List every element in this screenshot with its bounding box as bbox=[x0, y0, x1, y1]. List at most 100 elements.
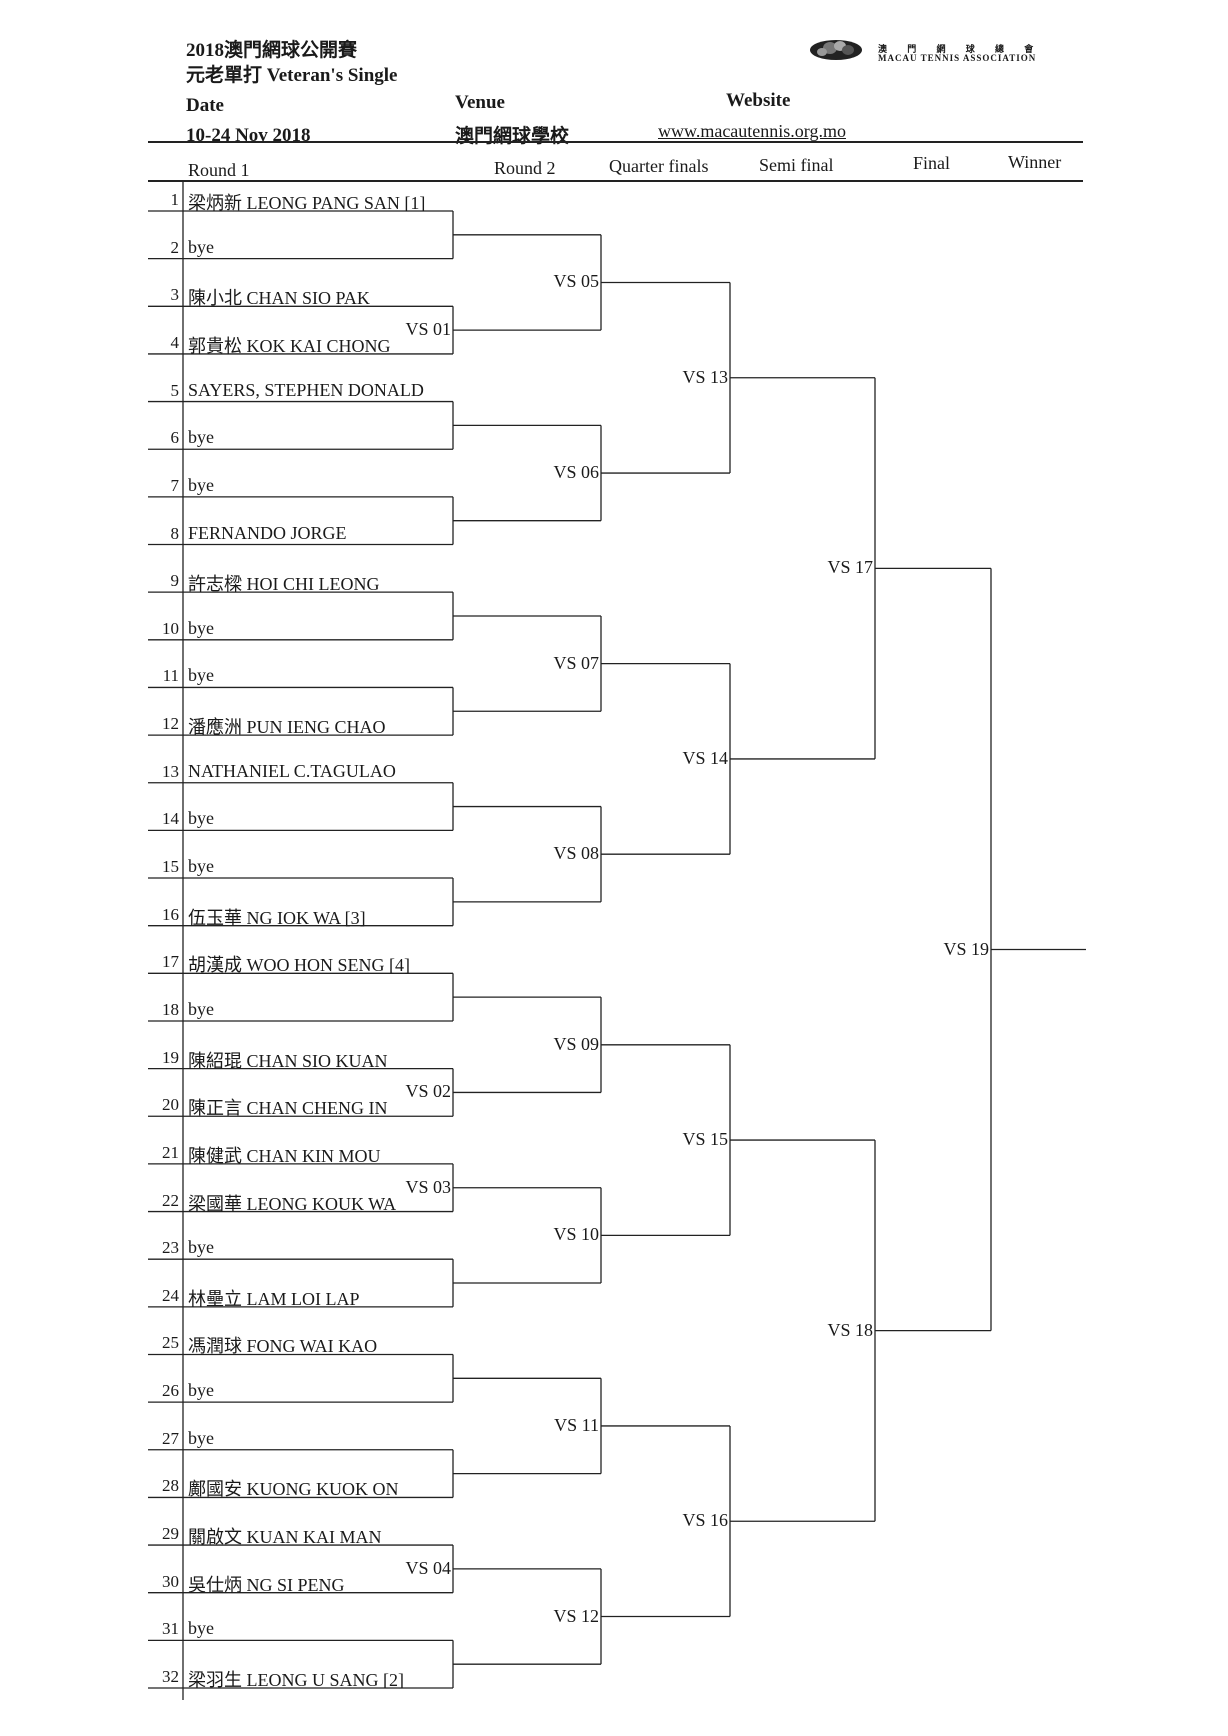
r2-match-label: VS 07 bbox=[553, 652, 599, 673]
qf-match-label: VS 14 bbox=[682, 747, 728, 768]
player-name: bye bbox=[188, 1427, 214, 1448]
qf-match-label: VS 16 bbox=[682, 1510, 728, 1531]
r2-match-label: VS 11 bbox=[554, 1414, 599, 1435]
player-seed-number: 22 bbox=[162, 1190, 179, 1210]
header-divider-bottom bbox=[148, 180, 1083, 182]
player-name: 胡漢成 WOO HON SENG [4] bbox=[188, 955, 410, 976]
player-name: bye bbox=[188, 1380, 214, 1401]
sf-match-label: VS 18 bbox=[827, 1319, 873, 1340]
player-name: NATHANIEL C.TAGULAO bbox=[188, 760, 396, 781]
player-name: 陳紹琨 CHAN SIO KUAN bbox=[188, 1050, 388, 1071]
player-seed-number: 28 bbox=[162, 1476, 179, 1496]
r1-match-label: VS 02 bbox=[405, 1081, 451, 1102]
player-name: 鄺國安 KUONG KUOK ON bbox=[188, 1479, 399, 1500]
player-seed-number: 32 bbox=[162, 1667, 179, 1686]
r2-match-label: VS 09 bbox=[553, 1033, 599, 1054]
final-match-label: VS 19 bbox=[943, 938, 989, 959]
r1-match-label: VS 01 bbox=[405, 319, 451, 340]
player-name: 梁羽生 LEONG U SANG [2] bbox=[188, 1670, 404, 1690]
qf-match-label: VS 13 bbox=[682, 366, 728, 387]
r2-match-label: VS 08 bbox=[553, 843, 599, 864]
player-seed-number: 15 bbox=[162, 857, 179, 877]
player-seed-number: 29 bbox=[162, 1524, 179, 1544]
r2-match-label: VS 10 bbox=[553, 1224, 599, 1245]
player-name: 梁國華 LEONG KOUK WA bbox=[188, 1193, 397, 1214]
website-link[interactable]: www.macautennis.org.mo bbox=[658, 121, 846, 141]
player-seed-number: 1 bbox=[170, 190, 180, 209]
player-seed-number: 16 bbox=[162, 904, 179, 924]
sf-match-label: VS 17 bbox=[827, 557, 873, 578]
player-name: 馮潤球 FONG WAI KAO bbox=[188, 1336, 378, 1357]
org-name-en: MACAU TENNIS ASSOCIATION bbox=[878, 53, 1037, 63]
player-seed-number: 3 bbox=[170, 285, 180, 305]
player-name: 林壘立 LAM LOI LAP bbox=[188, 1288, 360, 1309]
player-name: bye bbox=[188, 236, 214, 257]
player-seed-number: 17 bbox=[162, 952, 179, 972]
r1-match-label: VS 03 bbox=[405, 1176, 451, 1197]
tennis-association-logo-icon bbox=[808, 36, 864, 67]
player-name: bye bbox=[188, 808, 214, 829]
player-name: 伍玉華 NG IOK WA [3] bbox=[188, 907, 366, 928]
player-name: bye bbox=[188, 474, 214, 495]
r2-match-label: VS 05 bbox=[553, 271, 599, 292]
player-seed-number: 20 bbox=[162, 1095, 179, 1115]
venue-label: Venue bbox=[455, 92, 505, 113]
col-round2: Round 2 bbox=[494, 158, 556, 178]
col-quarter-finals: Quarter finals bbox=[609, 156, 709, 176]
col-final: Final bbox=[913, 153, 951, 173]
date-label: Date bbox=[186, 95, 224, 116]
qf-match-label: VS 15 bbox=[682, 1129, 728, 1150]
tournament-title: 2018澳門網球公開賽 bbox=[186, 40, 358, 61]
player-seed-number: 2 bbox=[170, 237, 180, 257]
header-divider-top bbox=[148, 141, 1083, 143]
player-seed-number: 18 bbox=[162, 999, 179, 1019]
col-winner: Winner bbox=[1008, 152, 1062, 172]
player-seed-number: 31 bbox=[162, 1619, 179, 1639]
player-seed-number: 26 bbox=[162, 1381, 179, 1401]
player-seed-number: 21 bbox=[162, 1142, 179, 1162]
player-name: bye bbox=[188, 665, 214, 686]
player-name: bye bbox=[188, 998, 214, 1019]
player-seed-number: 11 bbox=[162, 666, 179, 686]
player-name: 梁炳新 LEONG PANG SAN [1] bbox=[188, 193, 426, 213]
player-seed-number: 27 bbox=[162, 1428, 179, 1448]
player-name: bye bbox=[188, 427, 214, 448]
player-seed-number: 13 bbox=[162, 761, 179, 781]
player-seed-number: 30 bbox=[162, 1571, 179, 1591]
player-name: bye bbox=[188, 1618, 214, 1639]
player-name: 陳小北 CHAN SIO PAK bbox=[188, 288, 370, 309]
player-seed-number: 7 bbox=[170, 475, 180, 495]
col-round1: Round 1 bbox=[188, 160, 250, 180]
website-label: Website bbox=[726, 90, 791, 111]
r2-match-label: VS 12 bbox=[553, 1605, 599, 1626]
player-seed-number: 10 bbox=[162, 618, 179, 638]
r1-match-label: VS 04 bbox=[405, 1557, 451, 1578]
player-name: 郭貴松 KOK KAI CHONG bbox=[188, 335, 391, 356]
player-name: SAYERS, STEPHEN DONALD bbox=[188, 379, 424, 400]
player-seed-number: 24 bbox=[162, 1285, 179, 1305]
event-title: 元老單打 Veteran's Single bbox=[186, 65, 398, 86]
player-seed-number: 6 bbox=[170, 428, 180, 448]
player-name: 關啟文 KUAN KAI MAN bbox=[188, 1527, 382, 1548]
player-seed-number: 14 bbox=[162, 809, 179, 829]
player-seed-number: 8 bbox=[170, 523, 180, 543]
player-seed-number: 19 bbox=[162, 1047, 179, 1067]
player-seed-number: 9 bbox=[170, 571, 180, 591]
player-name: 許志樑 HOI CHI LEONG bbox=[188, 574, 380, 595]
r2-match-label: VS 06 bbox=[553, 462, 599, 483]
player-seed-number: 5 bbox=[170, 380, 180, 400]
player-name: 潘應洲 PUN IENG CHAO bbox=[188, 717, 386, 738]
player-seed-number: 4 bbox=[170, 332, 180, 352]
player-seed-number: 12 bbox=[162, 714, 179, 734]
org-name-cn: 澳 門 網 球 總 會 bbox=[878, 44, 1043, 54]
player-seed-number: 25 bbox=[162, 1333, 179, 1353]
player-name: bye bbox=[188, 856, 214, 877]
player-name: bye bbox=[188, 617, 214, 638]
date-value: 10-24 Nov 2018 bbox=[186, 125, 311, 146]
player-name: FERNANDO JORGE bbox=[188, 522, 347, 543]
player-name: 吳仕炳 NG SI PENG bbox=[188, 1574, 345, 1595]
player-name: 陳健武 CHAN KIN MOU bbox=[188, 1145, 381, 1166]
col-semi-final: Semi final bbox=[759, 155, 834, 175]
player-seed-number: 23 bbox=[162, 1238, 179, 1258]
